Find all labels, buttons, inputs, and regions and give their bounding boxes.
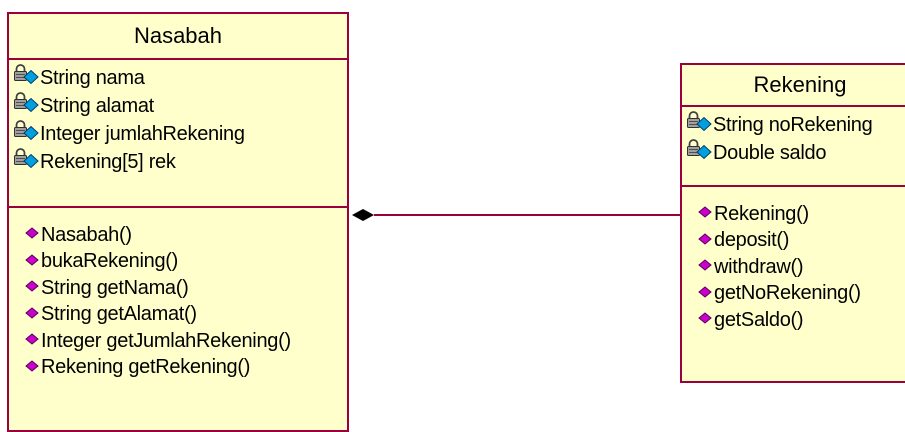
operation-row[interactable]: String getAlamat() [25, 302, 347, 329]
operations-compartment: Rekening() deposit() withdraw() getNoRek… [682, 187, 905, 334]
operation-text: Rekening getRekening() [41, 356, 251, 379]
operation-text: String getNama() [41, 276, 189, 299]
operation-row[interactable]: Integer getJumlahRekening() [25, 328, 347, 355]
operation-text: getSaldo() [714, 308, 804, 331]
public-operation-icon [25, 226, 40, 249]
private-attribute-icon [13, 92, 39, 120]
operation-row[interactable]: Rekening() [698, 201, 905, 228]
private-attribute-icon [686, 139, 712, 167]
operation-text: bukaRekening() [41, 250, 178, 273]
attribute-text: String nama [40, 66, 145, 89]
attributes-compartment: String noRekening Double saldo [682, 107, 905, 187]
attributes-compartment: String nama String alamat Integer jumlah… [9, 60, 347, 208]
public-operation-icon [25, 359, 40, 382]
attribute-row[interactable]: String nama [13, 64, 347, 92]
private-attribute-icon [13, 120, 39, 148]
operation-row[interactable]: Nasabah() [25, 222, 347, 249]
public-operation-icon [25, 306, 40, 329]
public-operation-icon [698, 311, 713, 334]
class-name: Rekening [682, 65, 905, 107]
attribute-text: String noRekening [713, 113, 873, 136]
private-attribute-icon [13, 64, 39, 92]
operations-compartment: Nasabah() bukaRekening() String getNama(… [9, 208, 347, 381]
operation-row[interactable]: Rekening getRekening() [25, 355, 347, 382]
attribute-row[interactable]: Double saldo [686, 139, 905, 167]
public-operation-icon [698, 232, 713, 255]
attribute-row[interactable]: Rekening[5] rek [13, 148, 347, 176]
public-operation-icon [25, 332, 40, 355]
operation-text: getNoRekening() [714, 282, 861, 305]
attribute-text: Double saldo [713, 141, 827, 164]
class-name: Nasabah [9, 14, 347, 60]
operation-row[interactable]: getSaldo() [698, 307, 905, 334]
operation-row[interactable]: bukaRekening() [25, 249, 347, 276]
operation-text: Rekening() [714, 202, 809, 225]
public-operation-icon [698, 285, 713, 308]
operation-row[interactable]: withdraw() [698, 254, 905, 281]
class-rekening[interactable]: Rekening String noRekening Double saldo … [680, 63, 905, 383]
attribute-row[interactable]: String noRekening [686, 111, 905, 139]
public-operation-icon [698, 205, 713, 228]
public-operation-icon [25, 253, 40, 276]
public-operation-icon [25, 279, 40, 302]
diagram-connectors [352, 209, 682, 221]
attribute-row[interactable]: Integer jumlahRekening [13, 120, 347, 148]
attribute-text: String alamat [40, 94, 154, 117]
attribute-text: Rekening[5] rek [40, 150, 176, 173]
public-operation-icon [698, 258, 713, 281]
operation-text: deposit() [714, 229, 790, 252]
operation-text: String getAlamat() [41, 303, 197, 326]
composition-diamond-icon [352, 209, 374, 221]
operation-text: Nasabah() [41, 223, 132, 246]
private-attribute-icon [686, 111, 712, 139]
operation-row[interactable]: getNoRekening() [698, 281, 905, 308]
attribute-text: Integer jumlahRekening [40, 122, 245, 145]
class-nasabah[interactable]: Nasabah String nama String alamat Intege… [7, 12, 349, 432]
attribute-row[interactable]: String alamat [13, 92, 347, 120]
operation-row[interactable]: String getNama() [25, 275, 347, 302]
operation-text: Integer getJumlahRekening() [41, 329, 291, 352]
private-attribute-icon [13, 148, 39, 176]
operation-row[interactable]: deposit() [698, 228, 905, 255]
operation-text: withdraw() [714, 255, 804, 278]
